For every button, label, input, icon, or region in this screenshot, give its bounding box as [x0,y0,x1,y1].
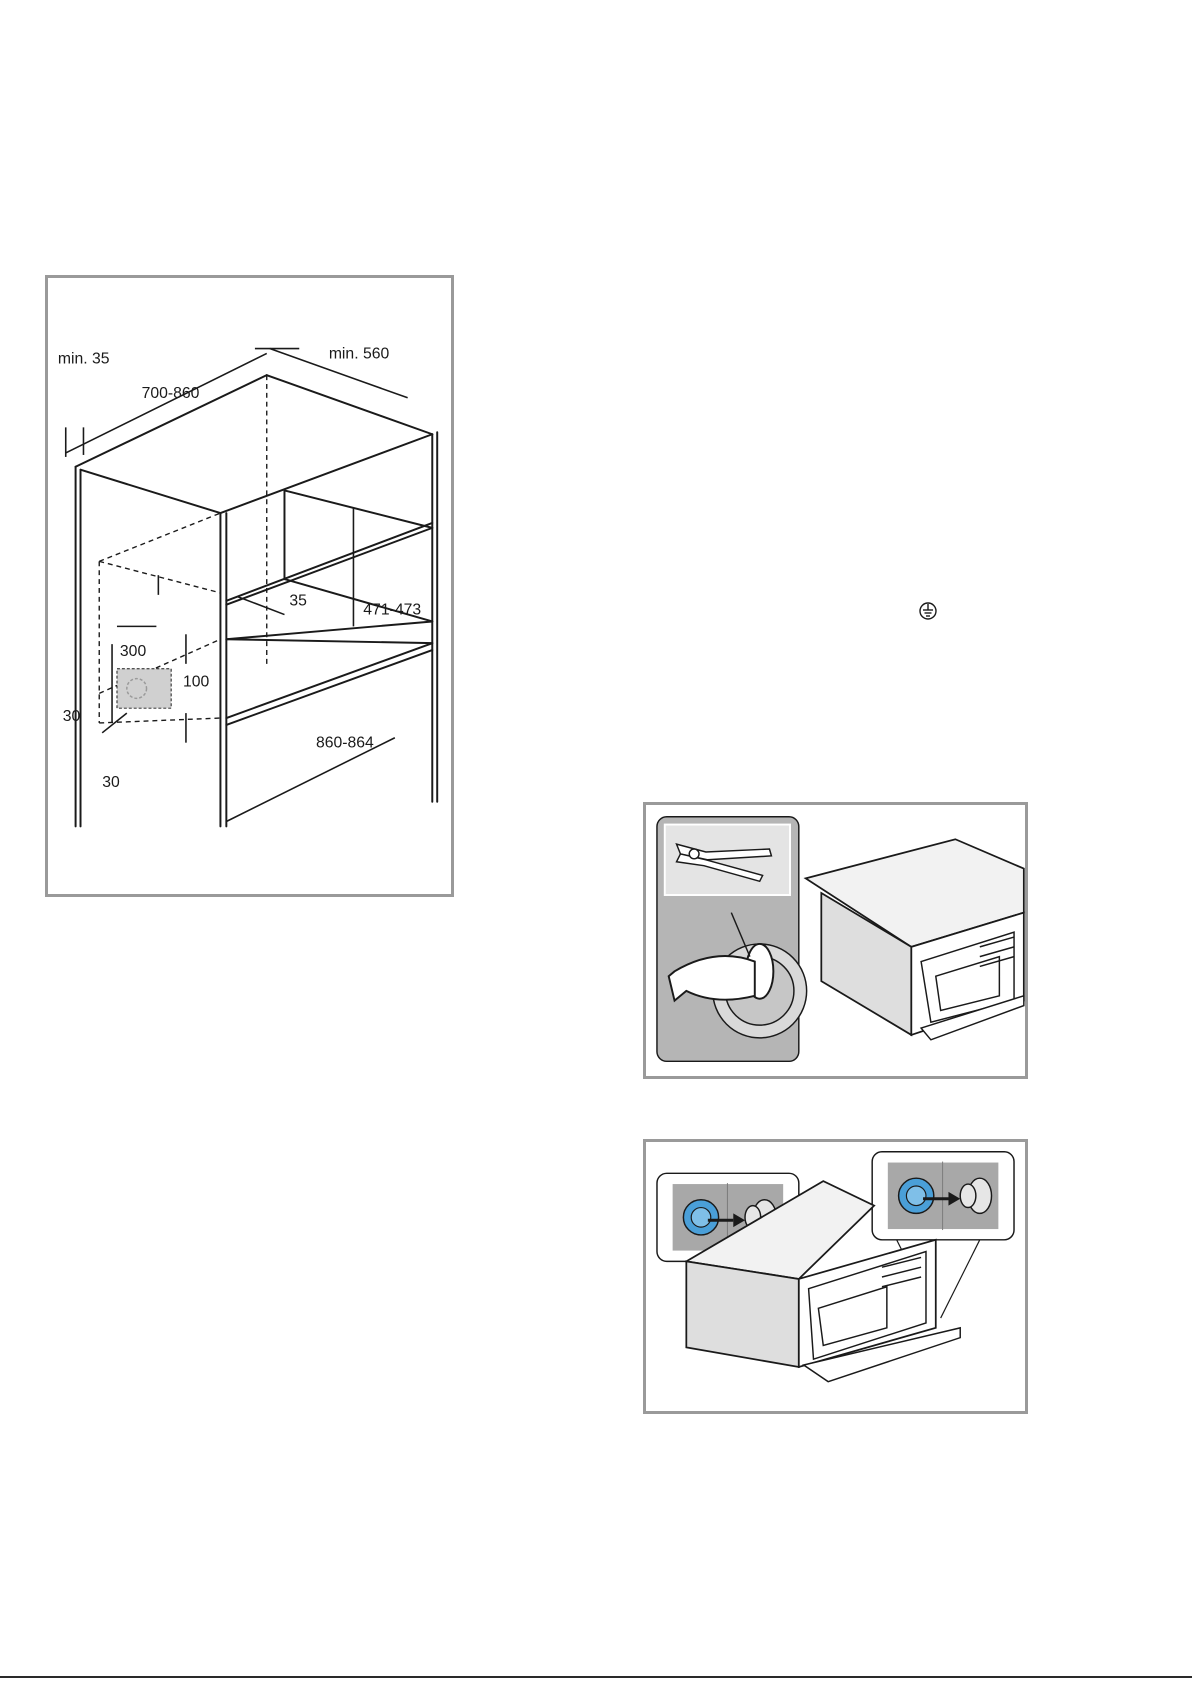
label-back-gap: 35 [289,593,307,610]
label-socket-width: 300 [120,643,147,660]
cut-clip-drawing [646,805,1025,1076]
footer-rule [0,1676,1192,1678]
cabinet-drawing: min. 35 700-860 min. 560 35 471-473 300 … [48,278,451,894]
label-min-depth: min. 560 [329,345,390,362]
label-width-range: 700-860 [142,385,200,402]
label-socket-offset-bottom: 30 [102,774,120,791]
label-niche-width: 860-864 [316,735,374,752]
remove-plugs-drawing [646,1142,1025,1411]
socket-area [117,669,171,708]
cabinet-dimension-figure: min. 35 700-860 min. 560 35 471-473 300 … [45,275,454,897]
earth-ground-icon [917,600,939,622]
label-niche-height: 471-473 [363,602,421,619]
label-min-side: min. 35 [58,350,110,367]
cut-clip-figure [643,802,1028,1079]
remove-plugs-figure [643,1139,1028,1414]
label-socket-offset-top: 100 [183,674,210,691]
label-socket-offset-left: 30 [63,708,81,725]
